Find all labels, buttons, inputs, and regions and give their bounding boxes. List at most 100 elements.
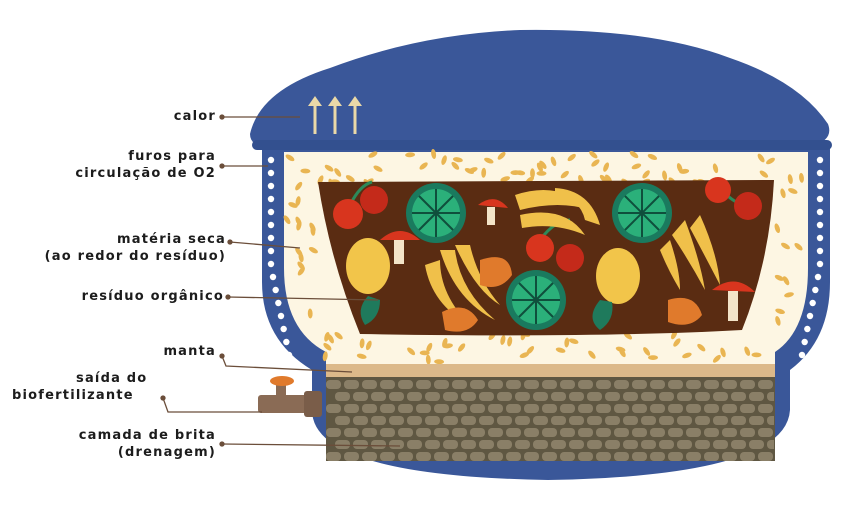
label-residuo-organico: resíduo orgânico bbox=[30, 288, 224, 305]
gravel-stone bbox=[623, 416, 638, 425]
gravel-stone bbox=[632, 452, 647, 461]
gravel-stone bbox=[416, 380, 431, 389]
gravel-stone bbox=[443, 440, 458, 449]
gravel-stone bbox=[434, 380, 449, 389]
label-materia-line2: (ao redor do resíduo) bbox=[4, 248, 226, 265]
gravel-stone bbox=[461, 392, 476, 401]
gravel-stone bbox=[506, 452, 521, 461]
gravel-stone bbox=[695, 392, 710, 401]
gravel-stone bbox=[335, 416, 350, 425]
air-hole bbox=[272, 287, 278, 293]
gravel-stone bbox=[506, 428, 521, 437]
air-hole bbox=[817, 248, 823, 254]
gravel-stone bbox=[587, 416, 602, 425]
air-hole bbox=[801, 339, 807, 345]
gravel-stone bbox=[434, 404, 449, 413]
air-hole bbox=[817, 235, 823, 241]
gravel-stone bbox=[398, 404, 413, 413]
gravel-stone bbox=[389, 392, 404, 401]
gravel-stone bbox=[569, 416, 584, 425]
gravel-stone bbox=[470, 428, 485, 437]
gravel-stone bbox=[578, 428, 593, 437]
gravel-stone bbox=[362, 380, 377, 389]
gravel-stone bbox=[452, 404, 467, 413]
gravel-stone bbox=[533, 416, 548, 425]
gravel-stone bbox=[524, 380, 539, 389]
gravel-stone bbox=[470, 404, 485, 413]
gravel-stone bbox=[335, 392, 350, 401]
gravel-stone bbox=[533, 392, 548, 401]
gravel-stone bbox=[425, 392, 440, 401]
gravel-stone bbox=[326, 380, 341, 389]
gravel-stone bbox=[470, 380, 485, 389]
gravel-stone bbox=[578, 452, 593, 461]
gravel-stone bbox=[659, 416, 674, 425]
gravel-stone bbox=[722, 380, 737, 389]
gravel-stone bbox=[380, 404, 395, 413]
gravel-stone bbox=[434, 452, 449, 461]
dry-flake bbox=[537, 171, 547, 176]
gravel-stone bbox=[758, 404, 773, 413]
gravel-stone bbox=[749, 392, 764, 401]
label-manta: manta bbox=[120, 343, 216, 360]
air-hole bbox=[817, 170, 823, 176]
dry-flake bbox=[648, 355, 658, 360]
gravel-stone bbox=[686, 428, 701, 437]
gravel-stone bbox=[416, 452, 431, 461]
gravel-stone bbox=[578, 404, 593, 413]
gravel-stone bbox=[407, 440, 422, 449]
gravel-stone bbox=[560, 428, 575, 437]
air-hole bbox=[283, 339, 289, 345]
gravel-stone bbox=[380, 452, 395, 461]
gravel-stone bbox=[389, 440, 404, 449]
gravel-stone bbox=[452, 380, 467, 389]
gravel-stone bbox=[641, 392, 656, 401]
gravel-stone bbox=[488, 428, 503, 437]
gravel-stone bbox=[542, 452, 557, 461]
air-hole bbox=[817, 222, 823, 228]
gravel-stone bbox=[362, 428, 377, 437]
gravel-stone bbox=[398, 428, 413, 437]
gravel-stone bbox=[776, 452, 791, 461]
gravel-stone bbox=[488, 404, 503, 413]
gravel-stone bbox=[695, 416, 710, 425]
gravel-stone bbox=[785, 440, 800, 449]
gravel-stone bbox=[542, 380, 557, 389]
gravel-stone bbox=[344, 380, 359, 389]
air-hole bbox=[807, 313, 813, 319]
lime-slice-3 bbox=[506, 270, 566, 330]
lime-slice-2 bbox=[612, 183, 672, 243]
gravel-stone bbox=[722, 404, 737, 413]
gravel-stone bbox=[398, 380, 413, 389]
gravel-stone bbox=[353, 392, 368, 401]
label-saida-line1: saída do bbox=[12, 370, 162, 387]
gravel-stone bbox=[335, 440, 350, 449]
gravel-stone bbox=[668, 428, 683, 437]
air-hole bbox=[268, 261, 274, 267]
gravel-stone bbox=[479, 392, 494, 401]
gravel-stone bbox=[632, 428, 647, 437]
gravel-stone bbox=[704, 404, 719, 413]
gravel-stone bbox=[686, 452, 701, 461]
gravel-stone bbox=[731, 440, 746, 449]
gravel-stone bbox=[668, 404, 683, 413]
air-hole bbox=[268, 157, 274, 163]
gravel-stone bbox=[380, 428, 395, 437]
gravel-stone bbox=[641, 416, 656, 425]
gravel-stone bbox=[353, 440, 368, 449]
gravel-stone bbox=[668, 380, 683, 389]
gravel-stone bbox=[524, 428, 539, 437]
gravel-stone bbox=[740, 428, 755, 437]
gravel-stone bbox=[749, 416, 764, 425]
gravel-stone bbox=[506, 380, 521, 389]
gravel-stone bbox=[434, 428, 449, 437]
air-hole bbox=[817, 209, 823, 215]
label-calor: calor bbox=[140, 108, 216, 125]
gravel-stone bbox=[758, 452, 773, 461]
air-hole bbox=[268, 222, 274, 228]
gravel-stone bbox=[713, 416, 728, 425]
air-hole bbox=[804, 326, 810, 332]
air-hole bbox=[815, 274, 821, 280]
gravel-stone bbox=[632, 404, 647, 413]
label-materia-line1: matéria seca bbox=[4, 231, 226, 248]
